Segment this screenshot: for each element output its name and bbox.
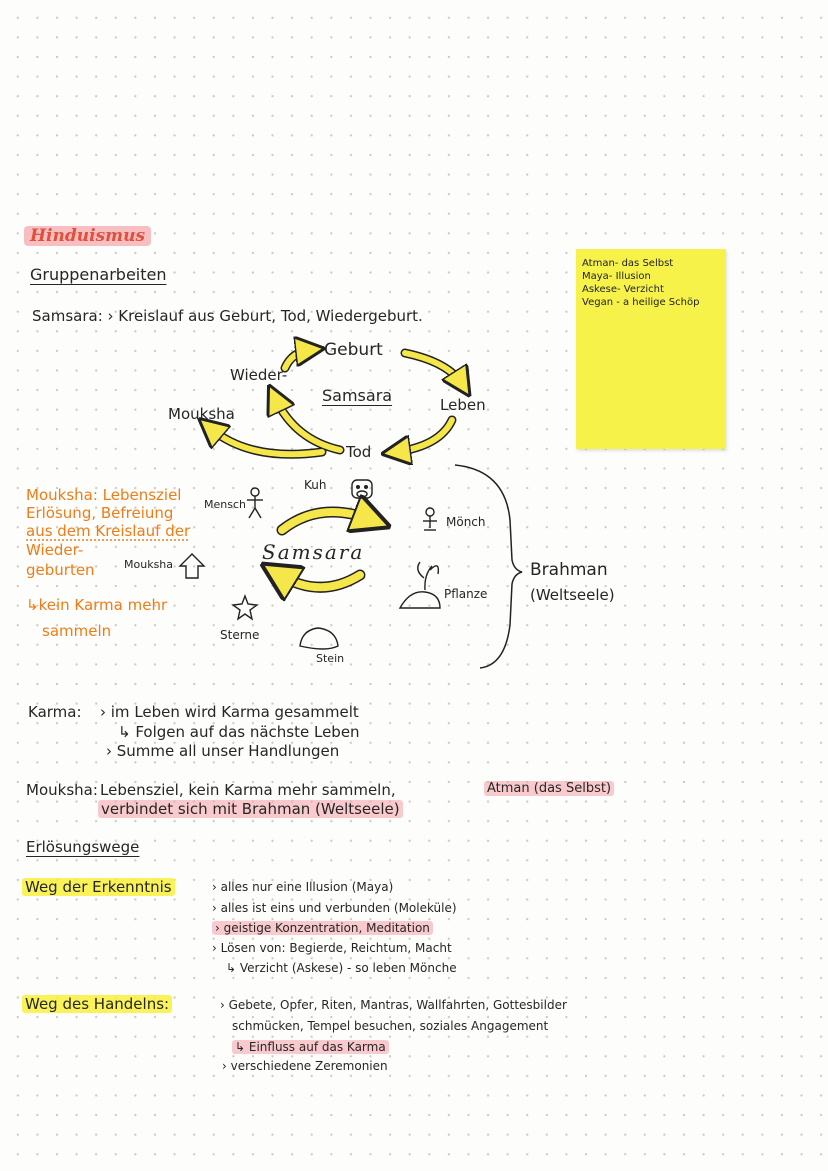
label-moench: Mönch [446, 515, 486, 529]
label-sterne: Sterne [220, 628, 260, 642]
up-arrow-icon [178, 553, 206, 579]
moksha-text-2: verbindet sich mit Brahman (Weltseele) [98, 800, 403, 818]
samsara-definition: Samsara: › Kreislauf aus Geburt, Tod, Wi… [32, 307, 423, 325]
karma-label: Karma: [28, 703, 82, 721]
page-title: Hinduismus [24, 226, 152, 246]
sticky-line: Atman- das Selbst [582, 258, 674, 269]
cow-icon [351, 479, 373, 499]
subtitle: Gruppenarbeiten [30, 265, 167, 284]
label-mouksha: Mouksha [168, 405, 235, 423]
handeln-item: schmücken, Tempel besuchen, soziales Ang… [232, 1019, 549, 1033]
erkenntnis-item: › geistige Konzentration, Meditation [212, 921, 433, 935]
label-brahman: Brahman [530, 560, 608, 580]
sticky-line: Vegan - a heilige Schöp [582, 297, 700, 308]
label-kuh: Kuh [304, 478, 327, 492]
label-samsara-center: Samsara [322, 386, 393, 405]
monk-icon [423, 507, 437, 531]
erkenntnis-item: › alles ist eins und verbunden (Moleküle… [212, 901, 457, 915]
moksha-atman-highlight: Atman (das Selbst) [484, 781, 615, 796]
erkenntnis-item: ↳ Verzicht (Askese) - so leben Mönche [226, 961, 457, 975]
moksha-note-sub: sammeln [42, 622, 112, 640]
moksha-note-sub: ↳kein Karma mehr [26, 596, 168, 614]
person-icon [247, 487, 263, 519]
weg-erkenntnis-label: Weg der Erkenntnis [22, 878, 175, 896]
arrow-tod-wieder [270, 393, 345, 455]
handeln-item: › verschiedene Zeremonien [222, 1059, 388, 1073]
star-icon [231, 594, 259, 621]
label-mensch: Mensch [204, 498, 246, 511]
label-weltseele: (Weltseele) [530, 586, 615, 604]
moksha-note-line: Wieder- [26, 541, 84, 559]
label-leben: Leben [440, 396, 486, 414]
sticky-line: Askese- Verzicht [582, 284, 664, 295]
label-tod: Tod [346, 443, 372, 461]
label-mouksha-2: Mouksha [124, 558, 174, 571]
weg-handeln-label: Weg des Handelns: [22, 995, 173, 1013]
moksha-note-line: geburten [26, 561, 95, 579]
handeln-item: ↳ Einfluss auf das Karma [232, 1040, 389, 1054]
label-samsara-center-2: Samsara [262, 540, 365, 564]
moksha-note-line: Erlösung, Befreiung [26, 504, 174, 522]
handeln-item: › Gebete, Opfer, Riten, Mantras, Wallfah… [220, 998, 567, 1012]
moksha-text: Lebensziel, kein Karma mehr sammeln, [100, 781, 396, 799]
erkenntnis-item: › alles nur eine Illusion (Maya) [212, 880, 394, 894]
plant-icon [398, 561, 441, 609]
label-stein: Stein [316, 652, 345, 665]
sticky-note: Atman- das Selbst Maya- Illusion Askese-… [576, 249, 726, 449]
erkenntnis-item: › Lösen von: Begierde, Reichtum, Macht [212, 941, 452, 955]
stone-icon [299, 627, 339, 650]
label-wieder: Wieder- [230, 366, 288, 384]
karma-line: › im Leben wird Karma gesammelt [100, 703, 359, 721]
karma-line: › Summe all unser Handlungen [106, 742, 340, 760]
label-pflanze: Pflanze [444, 587, 488, 601]
sticky-line: Maya- Illusion [582, 271, 651, 282]
moksha-label: Mouksha: [26, 781, 98, 799]
label-geburt: Geburt [324, 340, 383, 360]
erloesungswege-heading: Erlösungswege [26, 838, 140, 856]
karma-line: ↳ Folgen auf das nächste Leben [118, 723, 360, 741]
moksha-note-line: aus dem Kreislauf der [26, 522, 191, 540]
moksha-note-line: Mouksha: Lebensziel [26, 486, 182, 504]
brace [454, 464, 523, 669]
